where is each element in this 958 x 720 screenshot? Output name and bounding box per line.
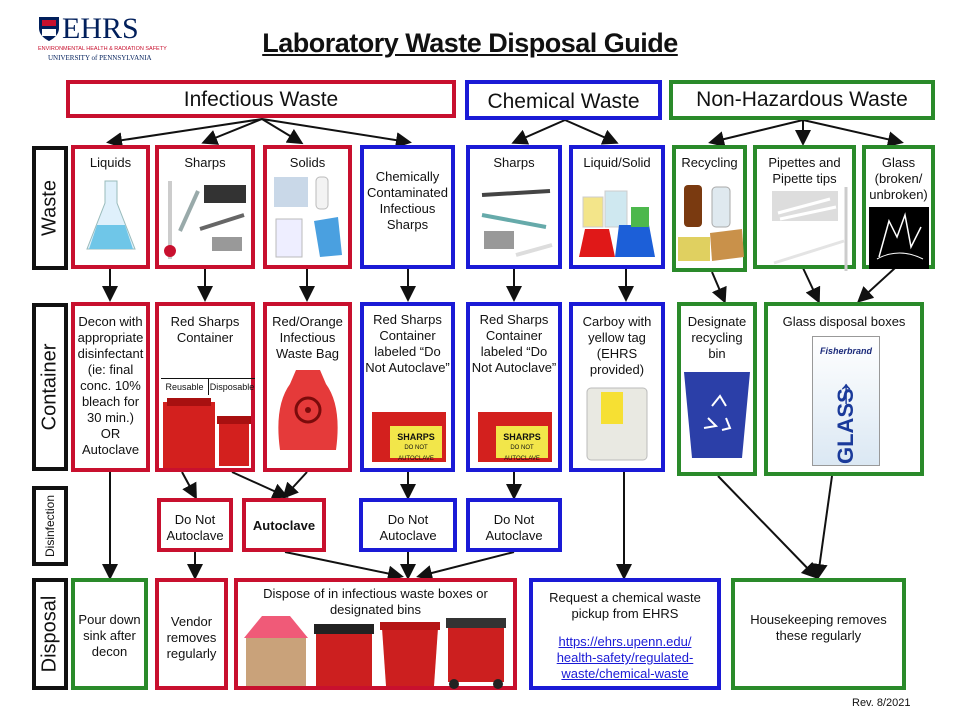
- waste-pipettes: Pipettes and Pipette tips: [753, 145, 856, 271]
- container-do-not-autoclave-1: Red Sharps Container labeled “Do Not Aut…: [360, 302, 455, 472]
- row-label-waste: Waste: [32, 146, 68, 270]
- revision-label: Rev. 8/2021: [852, 697, 911, 709]
- container-red-sharps: Red Sharps Container Reusable Disposable: [155, 302, 255, 472]
- biohazard-bag-icon: [277, 370, 338, 450]
- logo-name: EHRS: [62, 12, 139, 45]
- disinfection-do-not-autoclave-1: Do Not Autoclave: [157, 498, 233, 552]
- shield-icon: [39, 17, 59, 41]
- container-glass-boxes: Glass disposal boxes Fisherbrand ↑ GLASS: [764, 302, 924, 476]
- waste-solids: Solids: [263, 145, 352, 269]
- glass-box-image: Fisherbrand ↑ GLASS: [812, 336, 880, 466]
- sharps-container-2: SHARPS DO NOT AUTOCLAVE: [478, 412, 552, 462]
- arrow-up-icon: ↑: [837, 373, 855, 411]
- waste-sharps: Sharps: [155, 145, 255, 269]
- beakers-icon: [579, 190, 655, 257]
- disposal-housekeeping: Housekeeping removes these regularly: [731, 578, 906, 690]
- container-recycling-bin: Designate recycling bin: [677, 302, 757, 476]
- chemical-waste-link[interactable]: https://ehrs.upenn.edu/ health-safety/re…: [556, 634, 694, 681]
- disposable-label: Disposable: [209, 378, 255, 395]
- disposal-chem-pickup: Request a chemical waste pickup from EHR…: [529, 578, 721, 690]
- row-label-disinfection: Disinfection: [32, 486, 68, 566]
- logo-line1: ENVIRONMENTAL HEALTH & RADIATION SAFETY: [38, 46, 167, 52]
- row-label-container: Container: [32, 303, 68, 471]
- carboy-icon: [586, 387, 648, 461]
- recycling-bin-icon: [684, 372, 750, 458]
- disinfection-do-not-autoclave-2: Do Not Autoclave: [359, 498, 457, 552]
- logo-line2: UNIVERSITY of PENNSYLVANIA: [48, 54, 152, 62]
- waste-chem-sharps: Chemically Contaminated Infectious Sharp…: [360, 145, 455, 269]
- waste-glass: Glass (broken/ unbroken): [862, 145, 935, 269]
- broken-glass-icon: [868, 207, 929, 269]
- blade-syringe-icon: [481, 189, 553, 257]
- sharps-container-1: SHARPS DO NOT AUTOCLAVE: [372, 412, 446, 462]
- ehrs-logo: EHRS ENVIRONMENTAL HEALTH & RADIATION SA…: [38, 12, 178, 62]
- lab-solids-icon: [273, 176, 342, 258]
- waste-liquid-solid: Liquid/Solid: [569, 145, 665, 269]
- page-title: Laboratory Waste Disposal Guide: [262, 28, 678, 58]
- disposal-vendor: Vendor removes regularly: [155, 578, 228, 690]
- waste-chem-sharps-2: Sharps: [466, 145, 562, 269]
- disinfection-autoclave: Autoclave: [242, 498, 326, 552]
- waste-recycling: Recycling: [672, 145, 747, 272]
- flask-icon: [85, 180, 136, 250]
- container-do-not-autoclave-2: Red Sharps Container labeled “Do Not Aut…: [466, 302, 562, 472]
- container-infectious-bag: Red/Orange Infectious Waste Bag: [263, 302, 352, 472]
- syringe-scalpel-icon: [164, 181, 246, 259]
- disinfection-do-not-autoclave-3: Do Not Autoclave: [466, 498, 562, 552]
- reusable-label: Reusable: [161, 378, 209, 395]
- pipette-icon: [771, 187, 847, 271]
- sharps-containers-icon: [163, 398, 251, 468]
- waste-bins-icon: [244, 616, 506, 689]
- row-label-disposal: Disposal: [32, 578, 68, 690]
- recycling-items-icon: [678, 185, 744, 261]
- disposal-infectious-boxes: Dispose of in infectious waste boxes or …: [234, 578, 517, 690]
- container-carboy: Carboy with yellow tag (EHRS provided): [569, 302, 665, 472]
- category-chemical: Chemical Waste: [465, 80, 662, 120]
- category-nonhazardous: Non-Hazardous Waste: [669, 80, 935, 120]
- waste-liquids: Liquids: [71, 145, 150, 269]
- container-decon: Decon with appropriate disinfectant (ie:…: [71, 302, 150, 472]
- disposal-sink: Pour down sink after decon: [71, 578, 148, 690]
- category-infectious: Infectious Waste: [66, 80, 456, 118]
